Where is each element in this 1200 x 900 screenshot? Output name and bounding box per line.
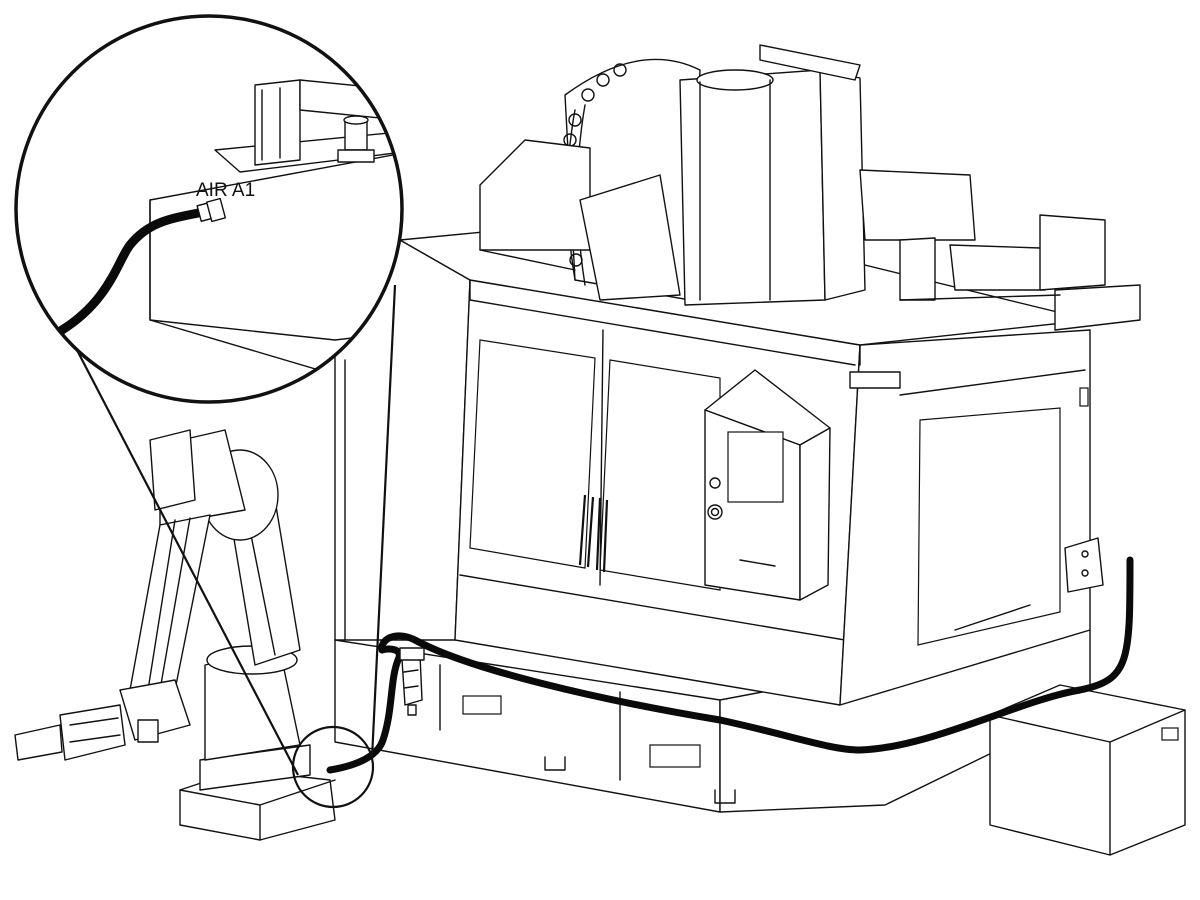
junction-box: [1064, 537, 1104, 593]
coolant-tank: [989, 684, 1186, 856]
robot-gripper: [14, 704, 159, 761]
control-pendant: [704, 369, 831, 601]
air-filter-regulator: [399, 647, 425, 716]
air-port-label: AIR A1: [196, 180, 255, 201]
spindle-head: [679, 44, 866, 306]
air-coupling-fitting: [196, 197, 227, 223]
robot-arm: [14, 429, 336, 841]
callout-leader-line-bottom: [370, 284, 397, 759]
cnc-machining-center: [334, 44, 1141, 813]
callout-leader-line-top: [64, 326, 299, 776]
air-supply-hose: [326, 556, 1134, 774]
magnified-detail: AIR A1: [14, 14, 404, 404]
